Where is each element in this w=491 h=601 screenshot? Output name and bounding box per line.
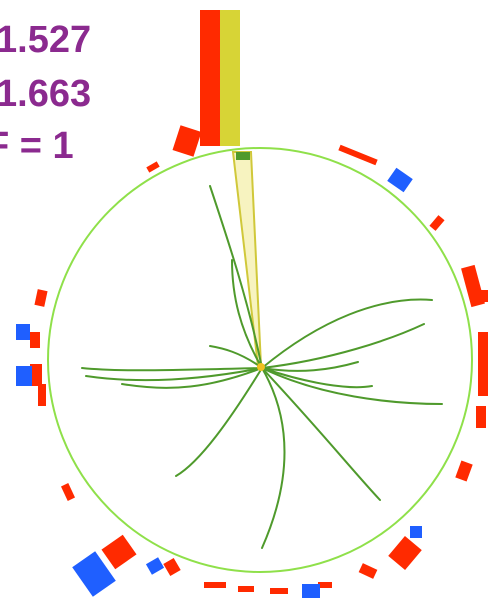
deposit-red xyxy=(163,557,181,577)
deposit-red xyxy=(30,364,42,386)
deposit-red xyxy=(34,289,48,307)
track xyxy=(209,345,263,369)
deposit-red xyxy=(238,586,254,592)
deposit-red xyxy=(204,582,226,588)
deposit-red xyxy=(172,125,202,157)
deposit-blue xyxy=(72,551,116,597)
track xyxy=(81,367,263,372)
tracker-boundary xyxy=(47,147,473,573)
deposit-blue xyxy=(16,366,32,386)
track xyxy=(209,185,263,369)
track xyxy=(261,367,286,549)
deposit-red xyxy=(101,534,137,570)
jet-cone-tip xyxy=(236,152,250,160)
deposit-red xyxy=(30,332,40,348)
label-line-1: 1.527 xyxy=(0,19,91,61)
deposit-red xyxy=(455,460,473,482)
label-line-3: F = 1 xyxy=(0,125,74,167)
deposit-red xyxy=(60,483,76,501)
track xyxy=(261,367,373,389)
deposit-red xyxy=(338,144,378,166)
energy-tower-yellow-top xyxy=(220,10,240,146)
deposit-red xyxy=(478,332,488,396)
deposit-blue xyxy=(387,167,413,193)
deposit-red xyxy=(318,582,332,588)
deposit-red xyxy=(429,215,445,231)
deposit-red xyxy=(146,161,160,173)
tracks xyxy=(81,185,443,549)
deposit-blue xyxy=(16,324,30,340)
deposit-blue xyxy=(302,584,320,598)
deposit-blue xyxy=(410,526,422,538)
deposit-red xyxy=(476,406,486,428)
track xyxy=(121,367,263,389)
deposit-red xyxy=(270,588,288,594)
track xyxy=(261,367,381,501)
deposit-blue xyxy=(145,557,165,575)
deposit-red xyxy=(358,563,378,579)
deposit-red xyxy=(38,384,46,406)
track xyxy=(261,298,433,369)
deposit-red xyxy=(478,290,488,302)
track xyxy=(231,259,263,369)
track xyxy=(261,323,425,369)
label-line-2: 1.663 xyxy=(0,73,91,115)
track xyxy=(175,367,263,477)
track xyxy=(261,367,443,405)
track xyxy=(85,367,263,382)
track xyxy=(261,361,359,372)
deposit-red xyxy=(388,535,422,571)
calorimeter-deposits xyxy=(16,125,488,598)
jet-cone xyxy=(231,151,263,367)
vertex-dot xyxy=(257,363,265,371)
